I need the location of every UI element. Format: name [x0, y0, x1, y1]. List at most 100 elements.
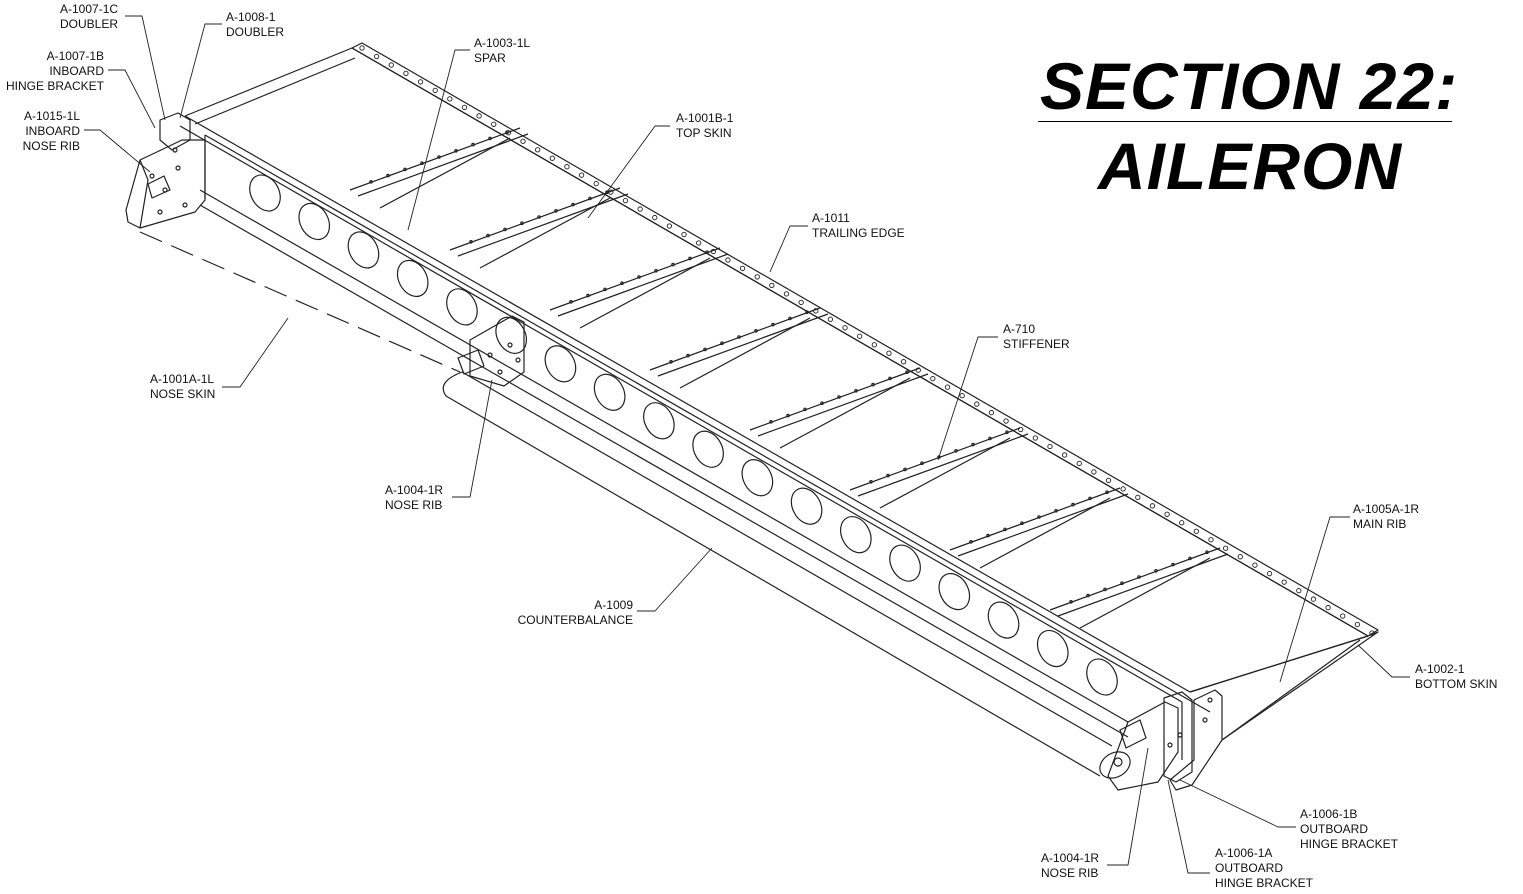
lightening-hole: [790, 487, 823, 525]
lightening-hole: [643, 402, 675, 440]
rivet: [403, 167, 407, 172]
stiffener-flange: [357, 133, 529, 197]
rivet: [454, 149, 458, 153]
rivet-hole: [1266, 571, 1273, 577]
rivet: [786, 413, 790, 418]
spar-lightening-holes: [249, 174, 1118, 696]
rivet-hole: [476, 113, 482, 119]
rivet-hole: [988, 409, 995, 416]
rivet-hole: [1222, 545, 1229, 551]
rivet: [1171, 562, 1175, 567]
rivet-hole: [1252, 562, 1258, 568]
rivet: [686, 353, 690, 358]
rivet: [669, 359, 673, 364]
stiffener: [349, 127, 521, 191]
rivet-hole: [1340, 613, 1346, 619]
rivet-hole: [813, 308, 819, 314]
rivet-hole: [1310, 596, 1317, 602]
rivet-hole: [739, 265, 746, 272]
rivet: [905, 370, 909, 375]
rivet-hole: [783, 291, 790, 297]
rivet-hole: [871, 342, 877, 348]
rivet-hole: [959, 392, 965, 399]
rivet: [788, 316, 792, 321]
rivet-hole: [652, 214, 658, 221]
rivet-hole: [725, 257, 731, 263]
stiffener: [649, 307, 821, 371]
stiffener-web: [1079, 557, 1211, 629]
rivet-hole: [857, 333, 863, 339]
stiffener-flange: [757, 373, 929, 437]
rivet: [986, 533, 990, 538]
rivet: [603, 287, 607, 292]
rivet-hole: [1237, 554, 1243, 560]
rivet: [471, 142, 475, 147]
rivet-hole: [1193, 528, 1199, 534]
rivet: [1086, 593, 1090, 598]
lightening-hole: [1036, 629, 1069, 668]
rivet-hole: [593, 181, 599, 187]
rivet-hole: [944, 384, 951, 390]
trailing-edge: [351, 42, 1379, 637]
title-divider: [1038, 121, 1452, 122]
leader-lines: [84, 15, 1410, 874]
rivet: [486, 233, 490, 238]
rivet-hole: [710, 248, 716, 255]
rivet-hole: [696, 240, 702, 246]
rivet: [971, 442, 975, 447]
stiffener-flange: [1057, 553, 1229, 617]
inboard-hinge-bracket: [147, 112, 191, 199]
stiffener: [949, 487, 1121, 551]
rivet-hole: [1120, 486, 1126, 492]
section-subtitle: AILERON: [1098, 129, 1402, 203]
rivet-hole: [608, 189, 614, 195]
rivet: [871, 382, 875, 387]
rivet-hole: [798, 299, 804, 305]
lightening-hole: [249, 174, 281, 212]
nose-skin: [139, 231, 461, 373]
rivet-hole: [754, 274, 760, 280]
rivet: [805, 310, 809, 315]
rivet-hole: [900, 359, 907, 365]
rivet-hole: [1003, 418, 1009, 424]
rivet-hole: [886, 350, 892, 356]
rivet: [1205, 550, 1209, 555]
stiffener-bays: [349, 127, 1229, 629]
rivet: [820, 401, 824, 406]
rivet: [554, 209, 558, 213]
rivet-hole: [681, 231, 687, 238]
stiffener: [549, 247, 721, 311]
rivet-hole: [461, 104, 468, 110]
rivet-hole: [1076, 460, 1082, 467]
rivet-hole: [1208, 537, 1214, 543]
stiffener-flange: [657, 313, 829, 377]
rivet: [503, 227, 507, 232]
rivet-hole: [403, 70, 409, 77]
rivet: [1120, 581, 1124, 586]
rivet: [569, 299, 573, 304]
rivet: [369, 180, 373, 184]
lightening-hole: [396, 259, 429, 298]
rivet: [1054, 508, 1058, 513]
rivet-hole: [1164, 511, 1170, 517]
lightening-hole: [544, 345, 577, 383]
stiffener-flange: [457, 193, 629, 257]
rivet: [1188, 556, 1192, 561]
rivet: [720, 341, 724, 346]
rivet: [803, 407, 807, 412]
rivet-hole: [1179, 520, 1185, 526]
rivet-hole: [520, 138, 526, 144]
rivet: [969, 539, 973, 544]
rivet: [854, 388, 858, 393]
lightening-hole: [987, 601, 1020, 639]
lightening-hole: [593, 373, 626, 411]
